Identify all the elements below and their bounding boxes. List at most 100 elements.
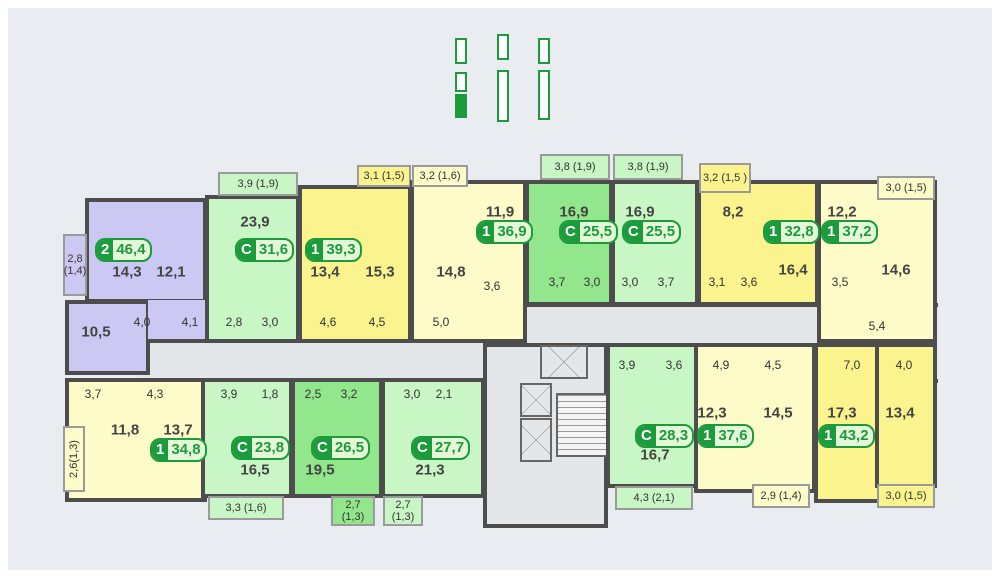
balcony-area: 3,9 (1,9) [237,178,279,190]
floor-marker[interactable] [455,72,467,92]
total-area: 39,3 [326,241,356,258]
room-area: 13,7 [163,421,193,439]
total-area: 26,5 [334,439,365,456]
apartment-1-hall [148,300,213,343]
room-area: 16,9 [625,203,655,221]
balcony[interactable]: 2,7 (1,3) [383,496,423,526]
floor-marker[interactable] [455,38,467,64]
room-area: 3,7 [548,275,566,289]
room-area: 5,0 [432,315,450,329]
balcony[interactable]: 3,8 (1,9) [613,154,683,180]
room-count: 1 [152,440,169,460]
balcony-area: 3,0 (1,5) [885,490,927,502]
room-count: 1 [823,222,840,242]
room-count: 1 [699,426,716,446]
floor-marker[interactable] [538,38,550,64]
balcony[interactable]: 2,7 (1,3) [331,496,375,526]
total-area: 37,6 [718,427,748,444]
total-area: 37,2 [842,223,872,240]
room-area: 16,5 [240,461,270,479]
room-area: 3,9 [220,387,238,401]
balcony-area: 4,3 (2,1) [633,492,675,504]
balcony[interactable]: 3,0 (1,5) [877,484,935,508]
floor-marker[interactable] [538,70,550,120]
room-area: 4,0 [895,358,913,372]
room-area: 14,6 [881,261,911,279]
room-area: 5,4 [868,319,886,333]
apartment-3[interactable] [298,185,412,343]
room-area: 3,6 [665,358,683,372]
room-area: 16,9 [559,203,589,221]
room-area: 4,5 [368,315,386,329]
room-area: 3,7 [84,387,102,401]
balcony[interactable]: 3,1 (1,5) [357,165,411,187]
room-area: 4,5 [764,358,782,372]
balcony[interactable]: 4,3 (2,1) [615,486,693,510]
total-area: 23,8 [254,439,285,456]
room-area: 11,9 [485,203,515,221]
room-area: 23,9 [240,213,270,231]
elevator-shaft [520,383,552,417]
room-count: С [624,222,643,242]
room-area: 15,3 [365,263,395,281]
room-area: 4,1 [181,315,199,329]
balcony[interactable]: 3,0 (1,5) [877,176,935,200]
balcony[interactable]: 3,2 (1,5 ) [699,163,751,193]
total-area: 25,5 [645,223,676,240]
balcony[interactable]: 2,9 (1,4) [752,484,810,508]
balcony-area: 3,2 (1,6) [419,170,461,182]
balcony[interactable]: 2,8 (1,4) [63,234,87,296]
total-area: 31,6 [258,241,289,258]
room-count: 1 [307,240,324,260]
room-area: 3,6 [740,275,758,289]
balcony-area: 2,6(1,3) [68,440,81,478]
staircase [556,393,608,457]
room-area: 3,0 [621,275,639,289]
elevator-shaft [540,345,588,379]
room-area: 4,3 [146,387,164,401]
balcony[interactable]: 2,6(1,3) [63,426,85,492]
balcony-area: 2,8 (1,4) [63,253,87,277]
balcony[interactable]: 3,2 (1,6) [412,165,468,187]
balcony[interactable]: 3,8 (1,9) [540,154,610,180]
floor-marker[interactable] [497,70,509,122]
room-area: 14,5 [763,404,793,422]
room-area: 4,6 [319,315,337,329]
total-area: 32,8 [784,223,814,240]
room-area: 12,2 [827,203,857,221]
balcony[interactable]: 3,3 (1,6) [208,496,284,520]
balcony-area: 3,0 (1,5) [885,182,927,194]
room-area: 12,3 [697,404,727,422]
total-area: 46,4 [116,241,146,258]
room-count: С [637,426,656,446]
floor-plan: 2,8 (1,4) 3,9 (1,9) 3,1 (1,5) 3,2 (1,6) … [8,8,992,570]
apartment-4[interactable] [410,180,527,343]
room-area: 8,2 [722,203,744,221]
total-area: 34,8 [171,441,201,458]
floor-marker[interactable] [497,34,509,60]
room-count: 1 [820,426,837,446]
balcony[interactable]: 3,9 (1,9) [218,172,298,196]
balcony-area: 3,2 (1,5 ) [702,172,748,184]
room-area: 14,8 [436,263,466,281]
room-count: С [233,438,252,458]
room-area: 2,1 [435,387,453,401]
elevator-shaft [520,418,552,462]
floor-marker-current[interactable] [455,94,467,118]
apartment-8[interactable] [817,180,937,343]
